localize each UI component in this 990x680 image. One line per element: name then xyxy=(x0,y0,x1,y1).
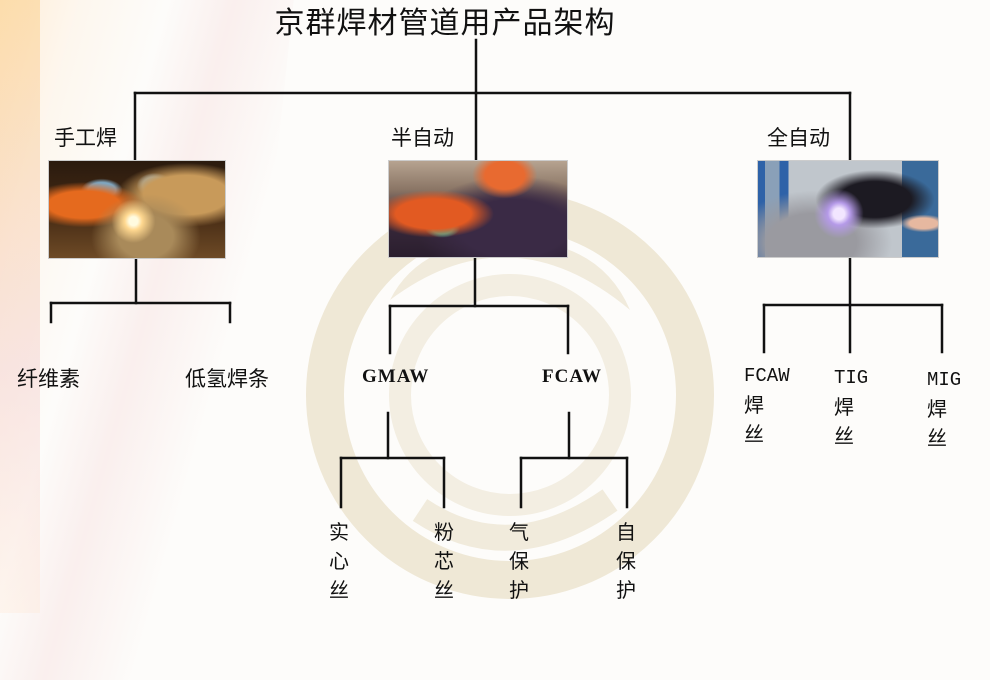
connector-lines xyxy=(49,38,944,509)
branch-label-semi-auto: 半自动 xyxy=(391,126,454,150)
diagram-title: 京群焊材管道用产品架构 xyxy=(274,6,616,41)
node-cellulose: 纤维素 xyxy=(17,367,80,391)
node-gas-shielded: 气 保 护 xyxy=(509,520,529,602)
node-solid-wire: 实 心 丝 xyxy=(329,520,349,602)
node-self-shielded: 自 保 护 xyxy=(616,520,636,602)
manual-welding-photo xyxy=(48,160,226,259)
branch-label-manual: 手工焊 xyxy=(54,126,117,150)
node-flux-cored-wire: 粉 芯 丝 xyxy=(434,520,454,602)
node-fcaw-wire: FCAW 焊 丝 xyxy=(744,365,790,446)
node-gmaw: GMAW xyxy=(362,366,430,387)
node-mig-wire: MIG 焊 丝 xyxy=(927,369,962,450)
node-low-hydrogen-electrode: 低氢焊条 xyxy=(185,367,269,391)
background-edge-decoration xyxy=(0,0,40,613)
node-fcaw: FCAW xyxy=(542,366,602,387)
semi-automatic-welding-photo xyxy=(388,160,568,258)
automatic-welding-photo xyxy=(757,160,939,258)
node-tig-wire: TIG 焊 丝 xyxy=(834,367,869,448)
branch-label-full-auto: 全自动 xyxy=(767,126,830,150)
